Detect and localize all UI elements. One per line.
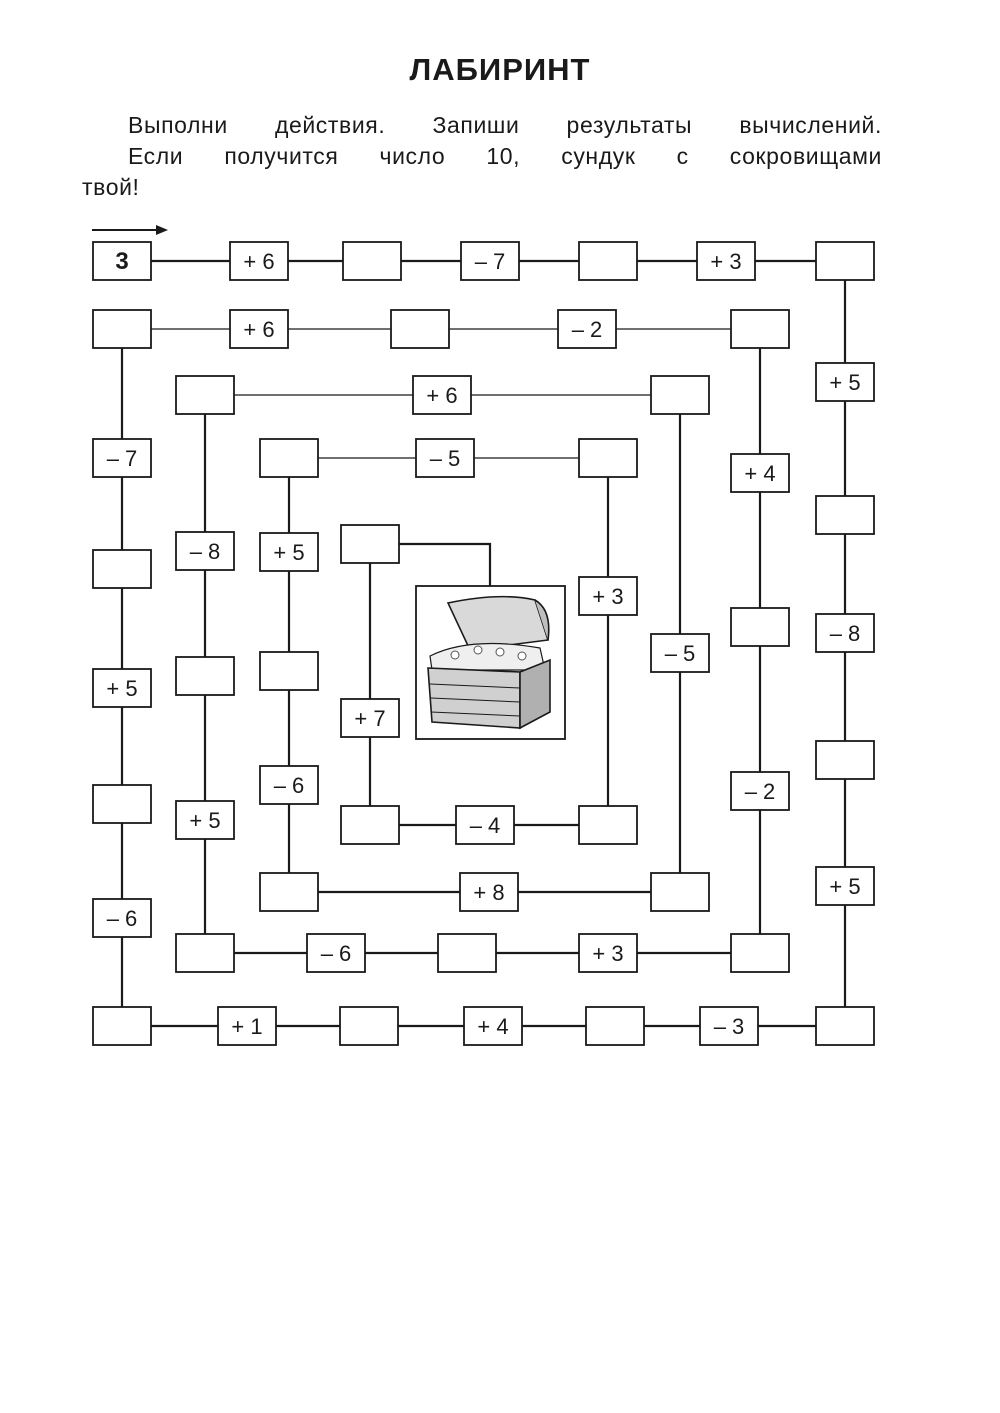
operation-box xyxy=(229,241,289,281)
instruction-line-3: твой! xyxy=(82,174,140,200)
operation-box xyxy=(730,453,790,493)
answer-box[interactable] xyxy=(730,607,790,647)
answer-box[interactable] xyxy=(92,549,152,589)
answer-box[interactable] xyxy=(730,933,790,973)
operation-label: + 6 xyxy=(243,249,274,274)
answer-box[interactable] xyxy=(815,1006,875,1046)
answer-box[interactable] xyxy=(175,933,235,973)
operation-box xyxy=(460,241,520,281)
operation-label: – 8 xyxy=(190,539,221,564)
answer-box[interactable] xyxy=(340,805,400,845)
operation-box xyxy=(340,698,400,738)
operation-label: – 3 xyxy=(714,1014,745,1039)
operation-box xyxy=(455,805,515,845)
answer-box[interactable] xyxy=(578,241,638,281)
operation-label: + 6 xyxy=(243,317,274,342)
operation-box xyxy=(730,771,790,811)
operation-label: + 4 xyxy=(744,461,775,486)
answer-box[interactable] xyxy=(585,1006,645,1046)
arrow-right-icon xyxy=(92,225,168,235)
answer-box[interactable] xyxy=(175,375,235,415)
operation-label: + 5 xyxy=(829,874,860,899)
operation-box xyxy=(815,362,875,402)
operation-box xyxy=(306,933,366,973)
answer-box[interactable] xyxy=(730,309,790,349)
operation-label: – 8 xyxy=(830,621,861,646)
operation-box xyxy=(650,633,710,673)
operation-box xyxy=(259,532,319,572)
answer-box[interactable] xyxy=(339,1006,399,1046)
operation-label: – 5 xyxy=(665,641,696,666)
answer-box[interactable] xyxy=(92,784,152,824)
treasure-chest-icon xyxy=(415,585,566,740)
operation-label: + 7 xyxy=(354,706,385,731)
operation-label: – 4 xyxy=(470,813,501,838)
instruction-line-2: Если получится число 10, сундук с сокров… xyxy=(128,143,882,169)
answer-box[interactable] xyxy=(578,438,638,478)
operation-label: + 6 xyxy=(426,383,457,408)
start-value: 3 xyxy=(115,248,128,275)
operation-box xyxy=(175,800,235,840)
page-title: ЛАБИРИНТ xyxy=(409,52,591,87)
operation-label: – 6 xyxy=(321,941,352,966)
answer-box[interactable] xyxy=(92,1006,152,1046)
operation-box xyxy=(557,309,617,349)
operation-box xyxy=(699,1006,759,1046)
operation-box xyxy=(92,438,152,478)
answer-box[interactable] xyxy=(650,375,710,415)
operation-box xyxy=(463,1006,523,1046)
answer-box[interactable] xyxy=(259,651,319,691)
answer-box[interactable] xyxy=(342,241,402,281)
operation-label: + 5 xyxy=(106,676,137,701)
answer-box[interactable] xyxy=(815,740,875,780)
operation-label: + 3 xyxy=(592,584,623,609)
operation-label: + 5 xyxy=(189,808,220,833)
operation-label: – 5 xyxy=(430,446,461,471)
operation-box xyxy=(259,765,319,805)
answer-box[interactable] xyxy=(175,656,235,696)
operation-box xyxy=(696,241,756,281)
operation-box xyxy=(229,309,289,349)
answer-box[interactable] xyxy=(815,495,875,535)
operation-label: – 6 xyxy=(107,906,138,931)
operation-label: – 2 xyxy=(745,779,776,804)
operation-box xyxy=(412,375,472,415)
operation-label: + 3 xyxy=(710,249,741,274)
operation-label: – 6 xyxy=(274,773,305,798)
answer-box[interactable] xyxy=(815,241,875,281)
operation-label: – 2 xyxy=(572,317,603,342)
answer-box[interactable] xyxy=(340,524,400,564)
operation-box xyxy=(578,933,638,973)
operation-box xyxy=(459,872,519,912)
answer-box[interactable] xyxy=(92,309,152,349)
operation-label: + 1 xyxy=(231,1014,262,1039)
answer-box[interactable] xyxy=(650,872,710,912)
operation-box xyxy=(217,1006,277,1046)
operation-box xyxy=(175,531,235,571)
operation-box xyxy=(415,438,475,478)
operation-label: – 7 xyxy=(107,446,138,471)
operation-box xyxy=(815,866,875,906)
start-box xyxy=(92,241,152,281)
operation-label: + 4 xyxy=(477,1014,508,1039)
operation-box xyxy=(92,898,152,938)
operation-label: – 7 xyxy=(475,249,506,274)
operation-box xyxy=(578,576,638,616)
operation-label: + 8 xyxy=(473,880,504,905)
operation-label: + 3 xyxy=(592,941,623,966)
operation-label: + 5 xyxy=(273,540,304,565)
answer-box[interactable] xyxy=(259,438,319,478)
answer-box[interactable] xyxy=(578,805,638,845)
answer-box[interactable] xyxy=(437,933,497,973)
answer-box[interactable] xyxy=(390,309,450,349)
operation-label: + 5 xyxy=(829,370,860,395)
operation-box xyxy=(92,668,152,708)
operation-box xyxy=(815,613,875,653)
instruction-line-1: Выполни действия. Запиши результаты вычи… xyxy=(128,112,882,138)
answer-box[interactable] xyxy=(259,872,319,912)
